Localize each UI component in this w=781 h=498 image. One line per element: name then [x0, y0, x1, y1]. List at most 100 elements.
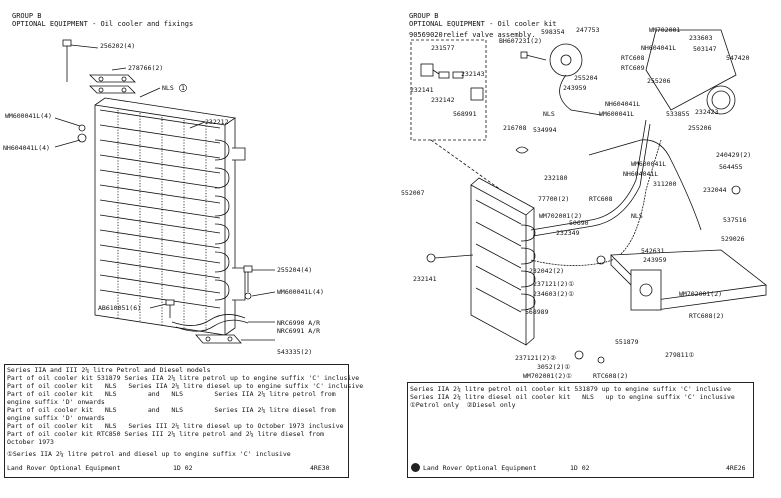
label-232141a: 232141: [410, 86, 434, 94]
label-bh607231: BH607231(2): [499, 37, 542, 45]
left-page: GROUP B OPTIONAL EQUIPMENT - Oil cooler …: [0, 0, 390, 498]
caption-box: Series IIA and III 2¼ litre Petrol and D…: [4, 364, 363, 478]
label-255204: 255204(4): [277, 266, 312, 274]
label-note-1: 1: [181, 84, 185, 92]
land-rover-logo-icon: [411, 463, 420, 472]
label-255206b: 255206: [688, 124, 712, 132]
label-232349: 232349: [556, 229, 580, 237]
footer-brand: Land Rover Optional Equipment: [423, 464, 537, 472]
washer-wm600041l: [78, 124, 86, 132]
caption-line-0: Series IIA 2¼ litre petrol oil cooler ki…: [410, 385, 731, 393]
label-nrc6990: NRC6990 A/R: [277, 319, 320, 327]
label-311200: 311200: [653, 180, 677, 188]
cooler-frame: [94, 104, 226, 336]
relief-valve-plug: [470, 87, 484, 101]
label-568991: 568991: [453, 110, 477, 118]
caption-line-4: engine suffix 'D' onwards: [7, 398, 105, 406]
label-nls: NLS: [162, 84, 174, 92]
page-title: OPTIONAL EQUIPMENT - Oil cooler kit: [409, 20, 557, 28]
label-233603: 233603: [689, 34, 713, 42]
right-page: GROUP B OPTIONAL EQUIPMENT - Oil cooler …: [391, 0, 781, 498]
label-nls-b: NLS: [631, 212, 643, 220]
caption-line-3: Part of oil cooler kit NLS and NLS Serie…: [7, 390, 336, 398]
bolt-head: [62, 39, 72, 47]
label-232143: 232143: [461, 70, 485, 78]
label-247753: 247753: [576, 26, 600, 34]
label-rtc608a: RTC608: [621, 54, 645, 62]
washer-wm600041l-right: [244, 292, 252, 300]
relief-valve-body: [420, 63, 434, 77]
label-547420: 547420: [726, 54, 750, 62]
oil-pipe-upper: [530, 119, 647, 231]
caption-line-9: October 1973: [7, 438, 54, 446]
caption-line-2: Part of oil cooler kit NLS Series IIA 2¼…: [7, 382, 364, 390]
pressure-gauge-547420: [706, 85, 736, 115]
caption-line-7: Part of oil cooler kit NLS Series III 2¼…: [7, 422, 344, 430]
label-243959a: 243959: [563, 84, 587, 92]
label-nh604041l-c: NH604041L: [623, 170, 658, 178]
label-216708: 216708: [503, 124, 527, 132]
caption-line-6: engine suffix 'D' onwards: [7, 414, 105, 422]
tube-bends: [214, 139, 230, 301]
filter-head-598354: [549, 43, 583, 77]
label-232212: 232212: [205, 118, 229, 126]
footer-ref: 4RE26: [726, 464, 746, 472]
oil-cooler-kit-diagram: 231577 232143 232141 232142 568991 BH607…: [401, 26, 767, 380]
group-label: GROUP B: [12, 12, 42, 20]
label-232141b: 232141: [413, 275, 437, 283]
footer-page: 1D 02: [173, 464, 193, 472]
fitting-left: [426, 253, 436, 263]
label-255204: 255204: [574, 74, 598, 82]
label-232044: 232044: [703, 186, 727, 194]
caption-line-0: Series IIA and III 2¼ litre Petrol and D…: [7, 366, 211, 374]
label-232142: 232142: [431, 96, 455, 104]
cooler-core: [470, 184, 527, 346]
label-537516: 537516: [723, 216, 747, 224]
label-rtc608b: RTC608: [589, 195, 613, 203]
clip-216708: [515, 146, 529, 154]
label-nh604041l-b: NH604041L: [605, 100, 640, 108]
cooler-fins: [99, 109, 221, 331]
label-rtc608-2: RTC608(2): [689, 312, 724, 320]
label-278766: 278766(2): [128, 64, 163, 72]
label-533855: 533855: [666, 110, 690, 118]
screw-ab610051: [165, 299, 175, 306]
plug-232044: [731, 185, 741, 195]
footer-brand: Land Rover Optional Equipment: [7, 464, 121, 472]
caption-line-8: Part of oil cooler kit RTC850 Series III…: [7, 430, 324, 438]
label-231577: 231577: [431, 44, 455, 52]
label-529026: 529026: [721, 235, 745, 243]
label-50690: 50690: [569, 219, 589, 227]
label-279811: 279811①: [665, 351, 694, 359]
caption-line-1: Part of oil cooler kit 531879 Series IIA…: [7, 374, 360, 382]
label-243959b: 243959: [643, 256, 667, 264]
label-wm600041l-4: WM600041L(4): [5, 112, 52, 120]
label-568989: 568989: [525, 308, 549, 316]
page-subtitle: 90569020relief valve assembly.: [409, 31, 536, 39]
footer-page: 1D 02: [570, 464, 590, 472]
caption-box: Series IIA 2¼ litre petrol oil cooler ki…: [407, 382, 754, 478]
label-542631: 542631: [641, 247, 665, 255]
label-wm702001-2b: WM702001(2): [679, 290, 722, 298]
mounting-plate-543335: [195, 334, 242, 344]
cooler-tubes: [475, 199, 536, 313]
label-256202: 256202(4): [100, 42, 135, 50]
label-598354: 598354: [541, 28, 565, 36]
caption-line-10: ①Series IIA 2¼ litre petrol and diesel u…: [7, 450, 291, 458]
label-534994: 534994: [533, 126, 557, 134]
oil-cooler-diagram: 256202(4) 278766(2) NLS 1 232212 WM60004…: [3, 39, 324, 356]
flexible-hose: [530, 139, 662, 266]
caption-line-5: Part of oil cooler kit NLS and NLS Serie…: [7, 406, 336, 414]
label-232423: 232423: [695, 108, 719, 116]
caption-line-1: Series IIA 2¼ litre diesel oil cooler ki…: [410, 393, 735, 401]
label-rtc608-2b: RTC608(2): [593, 372, 628, 380]
clamp-plate-bottom: [89, 85, 136, 94]
clamp-plate-top: [89, 74, 136, 83]
label-3052: 3052(2)①: [537, 363, 570, 371]
footer-ref: 4RE30: [310, 464, 330, 472]
label-wm600041l-b: WM600041L: [631, 160, 666, 168]
label-wm600041l-4b: WM600041L(4): [277, 288, 324, 296]
label-237121a: 237121(2)①: [533, 280, 574, 288]
label-255206a: 255206: [647, 77, 671, 85]
bracket-233603: [645, 29, 737, 111]
